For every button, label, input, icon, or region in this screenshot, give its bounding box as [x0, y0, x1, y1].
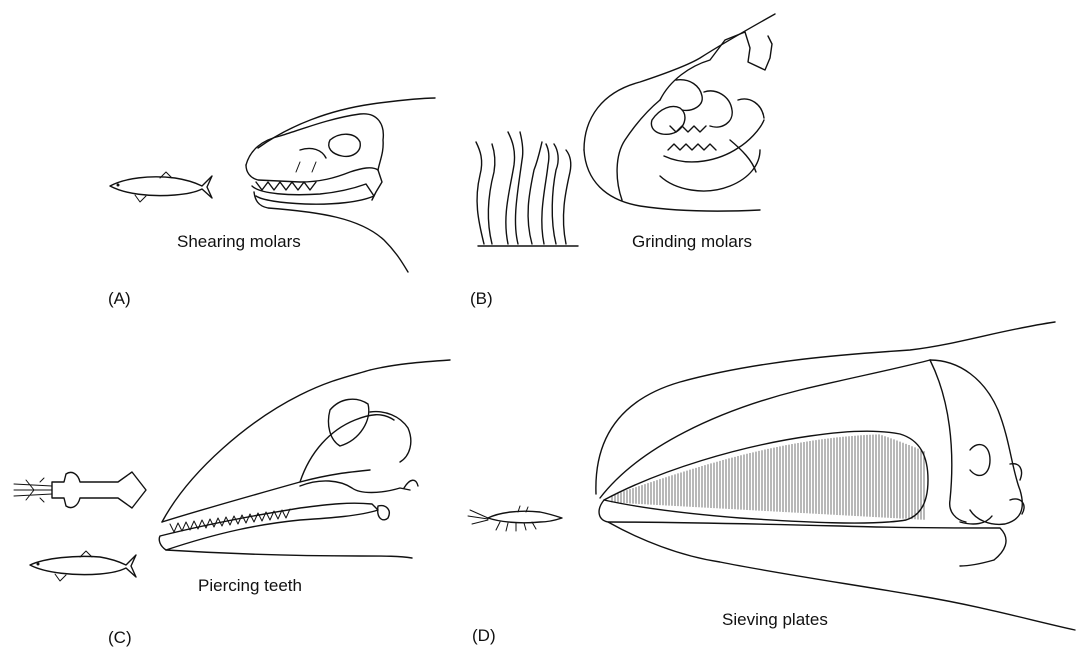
- panel-letter-d: (D): [472, 626, 496, 646]
- panel-letter-b: (B): [470, 289, 493, 309]
- krill-icon: [468, 506, 562, 531]
- caption-piercing-teeth: Piercing teeth: [198, 576, 302, 596]
- panel-b-drawing: [476, 14, 775, 246]
- caption-sieving-plates: Sieving plates: [722, 610, 828, 630]
- seagrass-icon: [476, 132, 578, 246]
- caption-grinding-molars: Grinding molars: [632, 232, 752, 252]
- caption-shearing-molars: Shearing molars: [177, 232, 301, 252]
- fish-icon: [30, 551, 136, 581]
- squid-icon: [14, 472, 146, 508]
- panel-letter-c: (C): [108, 628, 132, 648]
- dolphin-skull-icon: [159, 360, 450, 558]
- fish-icon: [110, 172, 212, 202]
- panel-d-drawing: [468, 322, 1075, 630]
- baleen-whale-skull-icon: [596, 322, 1075, 630]
- panel-letter-a: (A): [108, 289, 131, 309]
- herbivore-skull-icon: [584, 14, 775, 211]
- panel-c-drawing: [14, 360, 450, 581]
